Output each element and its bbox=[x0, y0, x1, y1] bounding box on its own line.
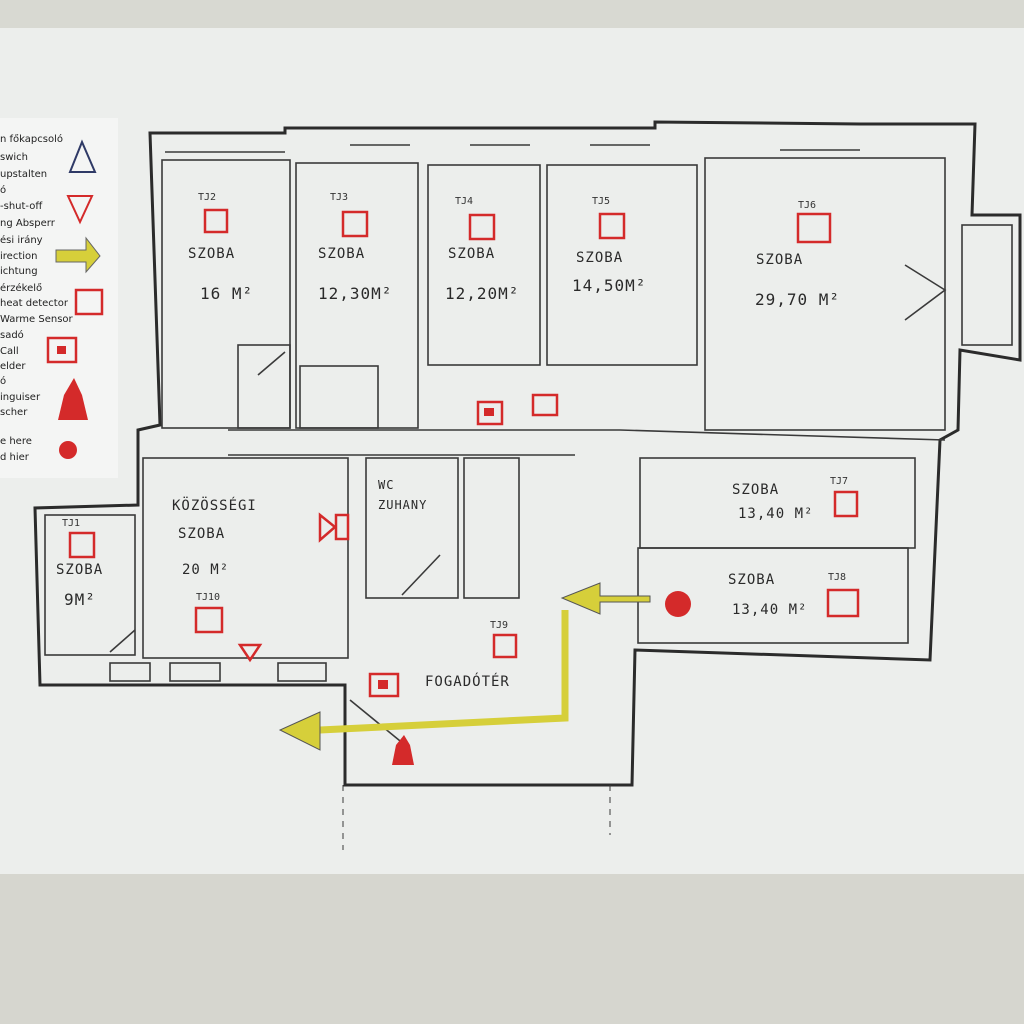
heat-detector-icon bbox=[74, 288, 104, 316]
legend-line: upstalten bbox=[0, 169, 48, 180]
heat-detector-icon bbox=[796, 212, 832, 244]
call-point-dot-icon bbox=[378, 680, 388, 689]
legend-line: -shut-off bbox=[0, 201, 43, 212]
call-point-icon bbox=[46, 336, 78, 364]
legend-line: e here bbox=[0, 436, 32, 447]
call-point-icon bbox=[368, 672, 400, 698]
triangle-icon bbox=[68, 139, 97, 173]
triangle-down-icon bbox=[237, 643, 263, 663]
heat-detector-icon bbox=[826, 588, 860, 618]
room-tag: TJ9 bbox=[490, 620, 509, 631]
room-tag: TJ7 bbox=[830, 476, 849, 487]
triangle-down-icon bbox=[66, 195, 94, 225]
siren-icon bbox=[318, 512, 337, 543]
legend-line: ó bbox=[0, 185, 7, 196]
room-name-line2: ZUHANY bbox=[378, 498, 428, 512]
other-markers bbox=[237, 400, 691, 765]
room-area: 14,50M² bbox=[572, 276, 647, 295]
room-area: 13,40 M² bbox=[738, 506, 814, 522]
room-tag: TJ8 bbox=[828, 572, 847, 583]
legend-line: Call bbox=[0, 346, 19, 357]
room-tag: TJ1 bbox=[62, 518, 81, 529]
call-point-icon bbox=[476, 400, 504, 426]
you-are-here-icon bbox=[59, 441, 77, 459]
heat-detector-icon bbox=[598, 212, 626, 240]
legend-line: sadó bbox=[0, 330, 24, 341]
legend-line: elder bbox=[0, 361, 26, 372]
heat-detector-icon bbox=[492, 633, 518, 659]
legend-line: ichtung bbox=[0, 266, 38, 277]
room-name: SZOBA bbox=[188, 246, 236, 262]
room-area: 12,30M² bbox=[318, 284, 393, 303]
call-point-dot-icon bbox=[57, 346, 66, 354]
siren-icon bbox=[334, 513, 350, 541]
heat-detector-icon bbox=[194, 606, 224, 634]
room-area: 20 M² bbox=[182, 562, 230, 578]
room-tag: TJ5 bbox=[592, 196, 611, 207]
legend-line: d hier bbox=[0, 452, 29, 463]
room-tag: TJ10 bbox=[196, 592, 221, 603]
heat-detector-icon bbox=[468, 213, 496, 241]
room-detectors bbox=[68, 208, 860, 659]
legend-symbols bbox=[46, 139, 104, 459]
room-name: KÖZÖSSÉGI bbox=[172, 498, 257, 514]
room-name: SZOBA bbox=[448, 246, 496, 262]
heat-detector-icon bbox=[531, 393, 559, 417]
room-area: 29,70 M² bbox=[755, 290, 841, 309]
room-name: SZOBA bbox=[728, 572, 776, 588]
escape-route bbox=[278, 582, 651, 751]
room-name: WC bbox=[378, 478, 395, 492]
arrow-left-icon bbox=[560, 582, 651, 615]
wall-background bbox=[0, 874, 1024, 1024]
room-name: SZOBA bbox=[56, 562, 104, 578]
arrow-right-icon bbox=[55, 236, 101, 274]
heat-detector-icon bbox=[341, 210, 369, 238]
extinguisher-icon bbox=[58, 378, 88, 420]
legend-line: Warme Sensor bbox=[0, 314, 73, 325]
legend-line: scher bbox=[0, 407, 28, 418]
room-name: SZOBA bbox=[318, 246, 366, 262]
room-tag: TJ6 bbox=[798, 200, 817, 211]
extinguisher-icon bbox=[392, 735, 414, 765]
legend-line: irection bbox=[0, 251, 38, 262]
room-area: 13,40 M² bbox=[732, 602, 808, 618]
legend-line: heat detector bbox=[0, 298, 68, 309]
heat-detector-icon bbox=[833, 490, 859, 518]
legend-line: n főkapcsoló bbox=[0, 134, 63, 145]
legend-line: ó bbox=[0, 376, 7, 387]
room-name: SZOBA bbox=[732, 482, 780, 498]
room-name: SZOBA bbox=[576, 250, 624, 266]
room-tag: TJ4 bbox=[455, 196, 474, 207]
room-area: 16 M² bbox=[200, 284, 254, 303]
outer-walls bbox=[33, 120, 1022, 787]
legend-line: inguiser bbox=[0, 392, 41, 403]
room-name: FOGADÓTÉR bbox=[425, 674, 510, 690]
legend-line: érzékelő bbox=[0, 283, 43, 294]
legend-line: swich bbox=[0, 152, 29, 163]
arrow-left-icon bbox=[278, 711, 321, 751]
heat-detector-icon bbox=[203, 208, 229, 234]
room-area: 9M² bbox=[64, 590, 96, 609]
room-area: 12,20M² bbox=[445, 284, 520, 303]
room-tag: TJ2 bbox=[198, 192, 217, 203]
legend-line: ési irány bbox=[0, 235, 43, 246]
legend-line: ng Absperr bbox=[0, 218, 55, 229]
room-name-line2: SZOBA bbox=[178, 526, 226, 542]
inner-walls bbox=[44, 144, 1013, 746]
room-tag: TJ3 bbox=[330, 192, 349, 203]
you-are-here-icon bbox=[665, 591, 691, 617]
plan-sheet bbox=[0, 28, 1024, 874]
call-point-dot-icon bbox=[484, 408, 494, 416]
room-name: SZOBA bbox=[756, 252, 804, 268]
heat-detector-icon bbox=[68, 531, 96, 559]
dashed-lines bbox=[342, 785, 611, 850]
